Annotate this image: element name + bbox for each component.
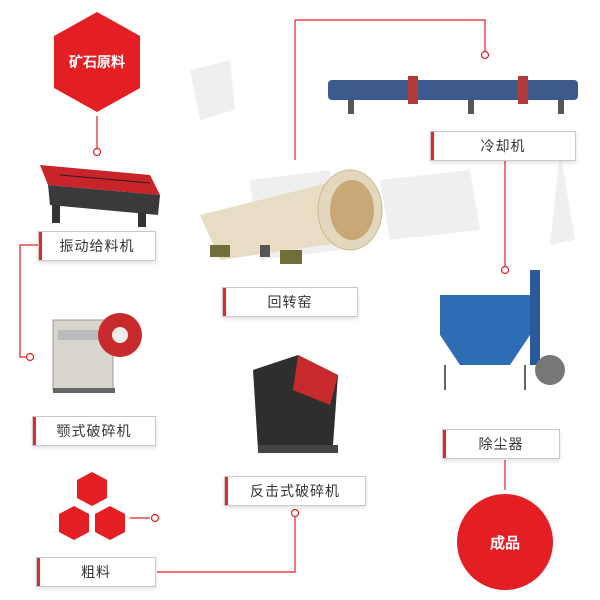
coarse-label: 粗料 [36,557,156,587]
rotary-kiln-image [200,169,383,264]
dust-collector-image [440,270,565,390]
cooler-label: 冷却机 [430,131,576,161]
impact-crusher-image [253,355,338,453]
impact-crusher-label: 反击式破碎机 [224,476,366,506]
jaw-crusher-label: 颚式破碎机 [32,416,156,446]
feeder-label: 振动给料机 [38,231,156,261]
dust-collector-label: 除尘器 [442,429,560,459]
kiln-label: 回转窑 [222,287,358,317]
start-hexagon [54,12,140,112]
cooler-image [328,76,578,114]
end-node-label: 成品 [489,533,520,552]
end-node: 成品 [457,494,553,590]
jaw-crusher-image [52,313,142,393]
start-node-label: 矿石原料 [69,55,125,71]
coarse-hexagon-cluster [59,472,125,540]
vibrating-feeder-image [40,165,160,227]
